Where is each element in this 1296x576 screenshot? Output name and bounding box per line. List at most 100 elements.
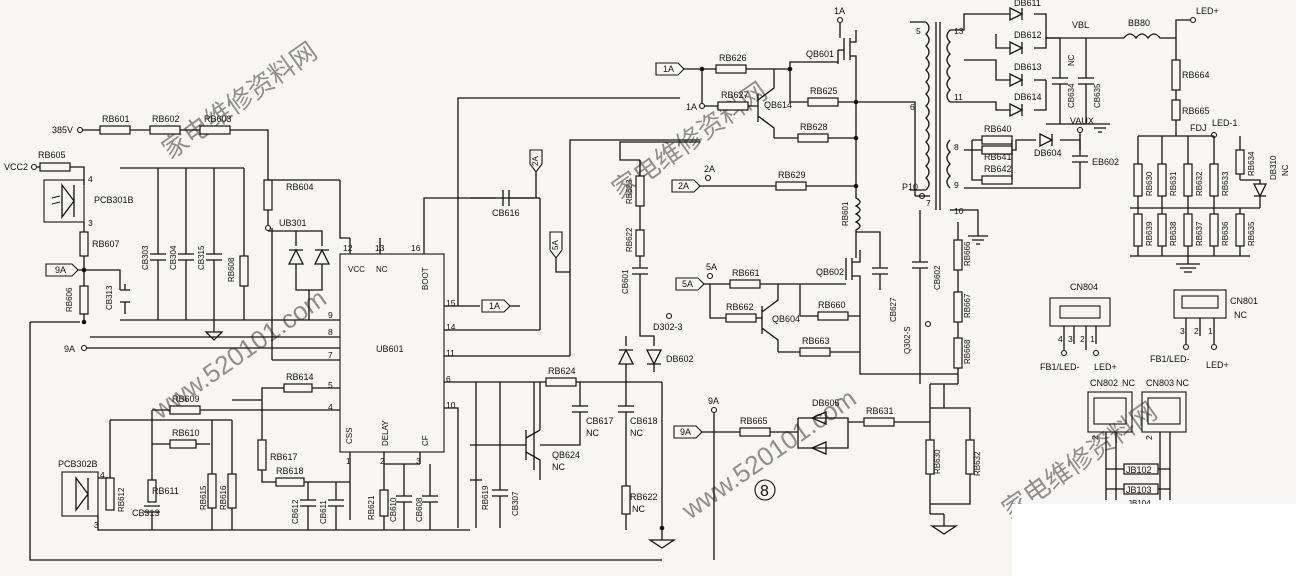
resistor-rb666 [925, 439, 935, 475]
db614-label: DB614 [1014, 92, 1042, 102]
resistor-rb615 [207, 473, 217, 509]
rb664-label: RB668 [963, 339, 972, 364]
rb646-label: RB661 [732, 268, 760, 278]
net-2a-label: 2A [704, 164, 715, 174]
watermark-url: www.520101.com [145, 283, 331, 426]
resistor-rb642 [981, 175, 1013, 185]
ic-pin6: 6 [446, 374, 451, 384]
resistor-rb605 [39, 162, 71, 172]
resistor-rb640 [981, 135, 1013, 145]
resistor-rb661 [1171, 99, 1181, 121]
qb624-nc: NC [552, 462, 565, 472]
resistor-rb633 [1209, 163, 1219, 197]
ic-pin16-num: 16 [411, 243, 421, 253]
tag-9a-left-text: 9A [55, 265, 66, 275]
optocoupler-pcb302b: 4 3 [61, 470, 105, 530]
rb641-label: RB641 [984, 152, 1012, 162]
rb635-label: RB635 [1247, 221, 1256, 246]
rb660-label: RB664 [1182, 70, 1210, 80]
ic-pin14: 14 [446, 322, 456, 332]
ic-name: UB601 [376, 344, 404, 354]
resistor-rb623 [635, 175, 645, 207]
tag-2a-right [671, 179, 701, 193]
rb648-label: RB663 [802, 336, 830, 346]
ic-ub601: UB601 VCC NC BOOT 12 13 16 9 8 7 5 4 15 … [268, 179, 662, 528]
cb315-label: CB315 [197, 245, 206, 270]
rb605-label: RB605 [38, 150, 66, 160]
ic-pin3-num: 3 [416, 456, 421, 466]
rb645-label: RB660 [818, 300, 846, 310]
ub301-label: UB301 [279, 218, 307, 228]
resistor-rb621 [621, 485, 631, 515]
blank-corner [1012, 504, 1296, 576]
db613-label: DB613 [1014, 62, 1042, 72]
rb604-label: RB604 [286, 182, 314, 192]
rb623-label: RB623 [625, 179, 634, 204]
ic-pin-delay: DELAY [381, 420, 390, 446]
rb633-label: RB633 [1221, 171, 1230, 196]
resistor-rb664 [953, 337, 963, 369]
rb615-label: RB615 [199, 485, 208, 510]
cb617-label: CB617 [586, 416, 614, 426]
rb609-label: RB609 [172, 394, 200, 404]
cn801-led: LED+ [1206, 360, 1229, 370]
ic-pin-boot: BOOT [421, 267, 430, 290]
resistor-rb610 [169, 439, 197, 449]
ic-pin12-num: 12 [343, 243, 353, 253]
optocoupler-pcb301b: 4 3 [43, 174, 93, 228]
rb636-label: RB636 [1221, 221, 1230, 246]
tag-9a-right-text: 9A [680, 427, 691, 437]
resistor-rb607 [79, 231, 89, 257]
lower-left-section: RB614 RB609 RB610 4 3 PCB302B RB612 RB61… [58, 372, 470, 531]
rb629-label: RB629 [778, 170, 806, 180]
rb606-label: RB606 [65, 287, 74, 312]
cb634-nc: NC [1067, 54, 1076, 66]
ic-pin1-num: 1 [346, 456, 351, 466]
rb602-label: RB602 [152, 114, 180, 124]
cb634-label: CB634 [1067, 83, 1076, 108]
net-fdj-label: FDJ [1190, 123, 1207, 133]
resistor-rb608 [239, 255, 249, 287]
qb624-label: QB624 [552, 450, 580, 460]
rb611-label: RB611 [152, 486, 179, 496]
net-q302-label: Q302-S [903, 326, 912, 354]
xfmr-pin9: 9 [954, 180, 959, 190]
resistor-rb630 [1133, 163, 1143, 197]
cb608-label: CB608 [415, 497, 424, 522]
cb304-label: CB304 [169, 245, 178, 270]
cb616-label: CB616 [492, 208, 520, 218]
bb80-label: BB80 [1128, 18, 1150, 28]
cn803-pin2: 2 [1144, 435, 1154, 440]
db604-label: DB604 [1034, 148, 1062, 158]
watermark-cn: 家电维修资料网 [156, 36, 322, 165]
net-385v-label: 385V [52, 125, 73, 135]
ic-pin-cf: CF [421, 435, 430, 446]
xfmr-pin11: 11 [954, 92, 963, 102]
cn803-label: CN803 [1146, 378, 1174, 388]
connector-cn803 [1141, 391, 1187, 433]
connector-cn802 [1087, 391, 1133, 433]
rb608-label: RB608 [227, 257, 236, 282]
rb665-label: RB665 [740, 416, 768, 426]
tag-1a-mid [481, 299, 511, 313]
tag-5a-mid-text: 5A [551, 240, 560, 250]
resistor-rb614 [283, 383, 313, 393]
cn804-fb1: FB1/LED- [1040, 362, 1080, 372]
cb627-label: CB627 [889, 297, 898, 322]
opto1-pin4: 4 [88, 174, 93, 184]
cn804-pin4: 4 [1058, 334, 1063, 344]
tag-1a-top-text: 1A [663, 64, 674, 74]
resistor-rb620 [379, 489, 389, 517]
node-385v [76, 126, 84, 134]
resistor-rb612 [105, 477, 115, 511]
ic-pin2-num: 2 [380, 456, 385, 466]
tag-2a-mid-text: 2A [531, 156, 540, 166]
cb618-label: CB618 [630, 416, 658, 426]
opto1-pin3: 3 [88, 218, 93, 228]
resistor-rb627 [717, 101, 749, 111]
resistor-rb634 [1235, 149, 1245, 175]
ic-pin-vcc: VCC [348, 265, 365, 274]
resistor-rb618 [257, 439, 267, 471]
cb313b-label: CB313 [132, 508, 160, 518]
cb612-label: CB612 [291, 499, 300, 524]
